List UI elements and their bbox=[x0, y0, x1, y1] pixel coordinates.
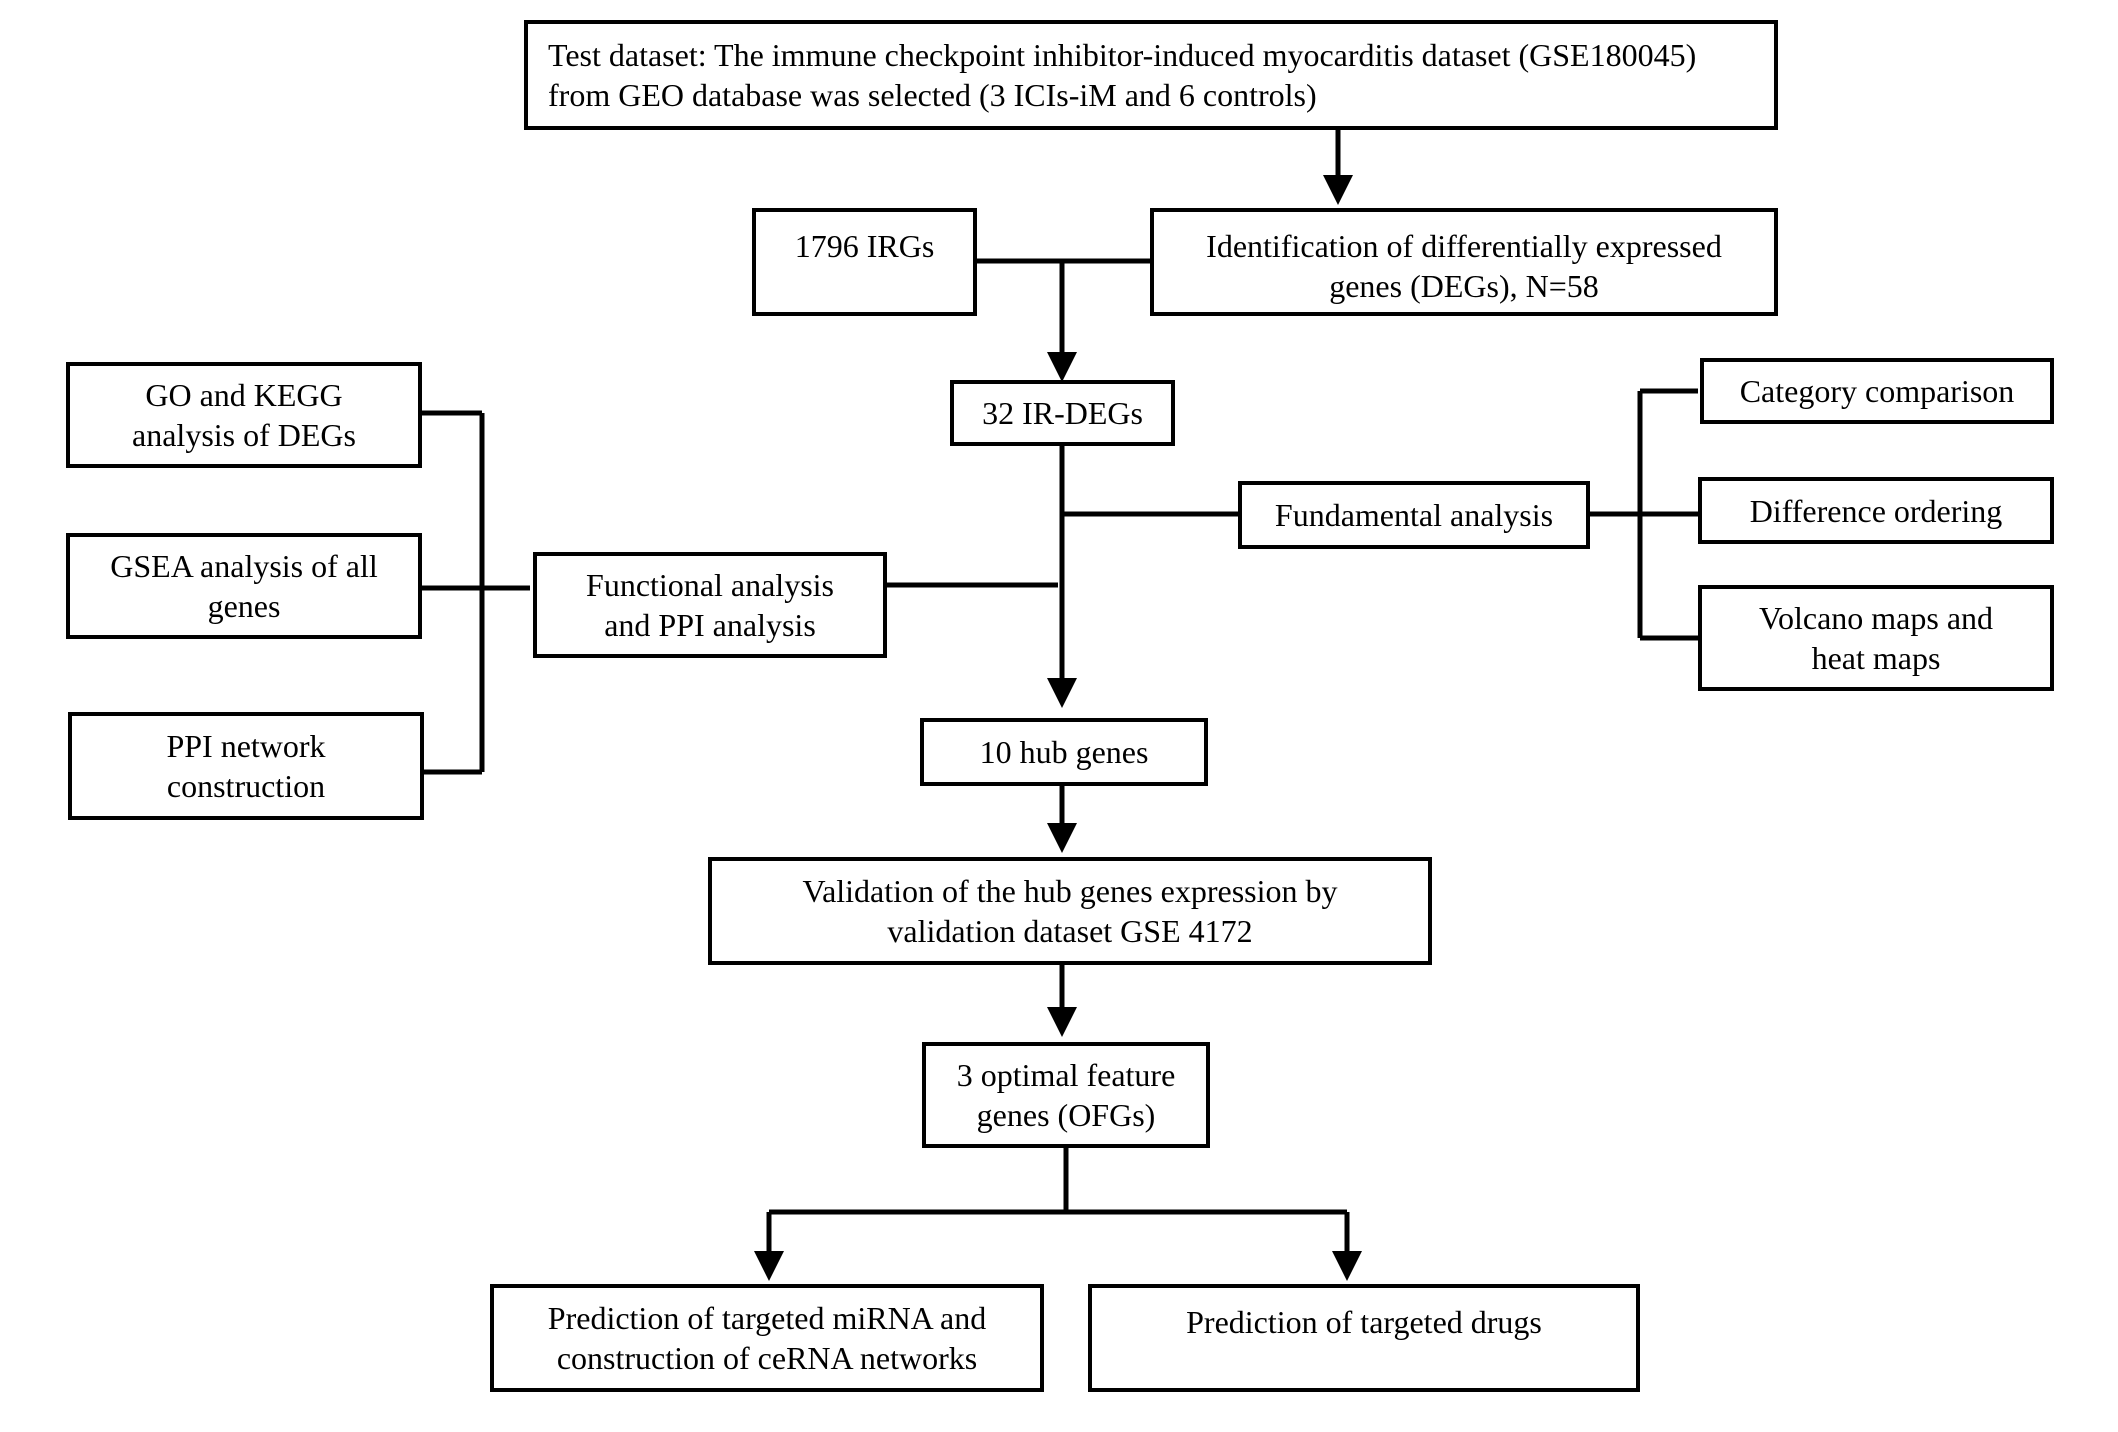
node-ir-degs: 32 IR-DEGs bbox=[950, 380, 1175, 446]
node-difference-ordering: Difference ordering bbox=[1698, 477, 2054, 544]
node-targeted-drugs: Prediction of targeted drugs bbox=[1088, 1284, 1640, 1392]
node-ofgs: 3 optimal feature genes (OFGs) bbox=[922, 1042, 1210, 1148]
node-volcano-heat-maps: Volcano maps and heat maps bbox=[1698, 585, 2054, 691]
node-gsea: GSEA analysis of all genes bbox=[66, 533, 422, 639]
node-degs: Identification of differentially express… bbox=[1150, 208, 1778, 316]
node-category-comparison: Category comparison bbox=[1700, 358, 2054, 424]
node-go-kegg: GO and KEGG analysis of DEGs bbox=[66, 362, 422, 468]
node-test-dataset: Test dataset: The immune checkpoint inhi… bbox=[524, 20, 1778, 130]
node-ppi-network: PPI network construction bbox=[68, 712, 424, 820]
node-hub-genes: 10 hub genes bbox=[920, 718, 1208, 786]
node-mirna-cerna: Prediction of targeted miRNA and constru… bbox=[490, 1284, 1044, 1392]
node-irgs: 1796 IRGs bbox=[752, 208, 977, 316]
node-fundamental: Fundamental analysis bbox=[1238, 481, 1590, 549]
node-validation: Validation of the hub genes expression b… bbox=[708, 857, 1432, 965]
node-functional: Functional analysis and PPI analysis bbox=[533, 552, 887, 658]
